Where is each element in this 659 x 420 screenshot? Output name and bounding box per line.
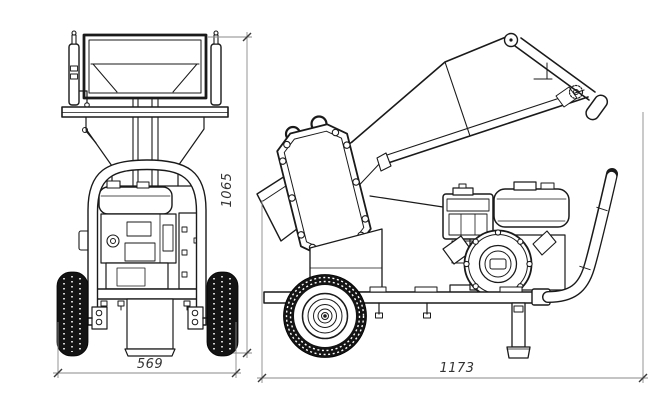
hopper-frame [61, 106, 229, 118]
hopper-post-right [210, 30, 222, 106]
hopper-post-left [68, 30, 90, 108]
dim-width-value: 569 [137, 357, 163, 372]
wheel-bracket-right [187, 306, 208, 330]
front-view: 1065 569 [53, 30, 252, 378]
discharge-chute [337, 32, 609, 196]
hopper [61, 30, 229, 118]
wheel-side [283, 274, 367, 358]
engine-side [442, 181, 570, 299]
handle-bar [542, 168, 618, 303]
chute-rim-bar [376, 89, 589, 172]
dim-length-value: 1173 [439, 361, 474, 376]
fuel-tank-side [493, 181, 570, 228]
wheel-front-right [206, 271, 239, 357]
dim-length: 1173 [257, 112, 648, 383]
wheel-front-left [56, 271, 89, 357]
dim-width: 569 [53, 322, 241, 378]
dim-height-value: 1065 [220, 172, 235, 207]
dim-height: 1065 [208, 32, 252, 358]
chute-deflector [514, 37, 609, 121]
wheel-bracket-left [87, 306, 108, 330]
air-filter [442, 183, 494, 264]
side-view: 1173 [256, 32, 648, 383]
chute-lock-knob [533, 62, 584, 108]
engine-side-tab [532, 230, 557, 256]
chute-hinge-bolt [503, 32, 519, 48]
support-leg [506, 302, 531, 359]
hopper-funnel [90, 63, 200, 93]
discharge-chute-bottom [124, 298, 176, 357]
engine-front [78, 180, 203, 290]
roll-frame-arch [87, 159, 207, 326]
